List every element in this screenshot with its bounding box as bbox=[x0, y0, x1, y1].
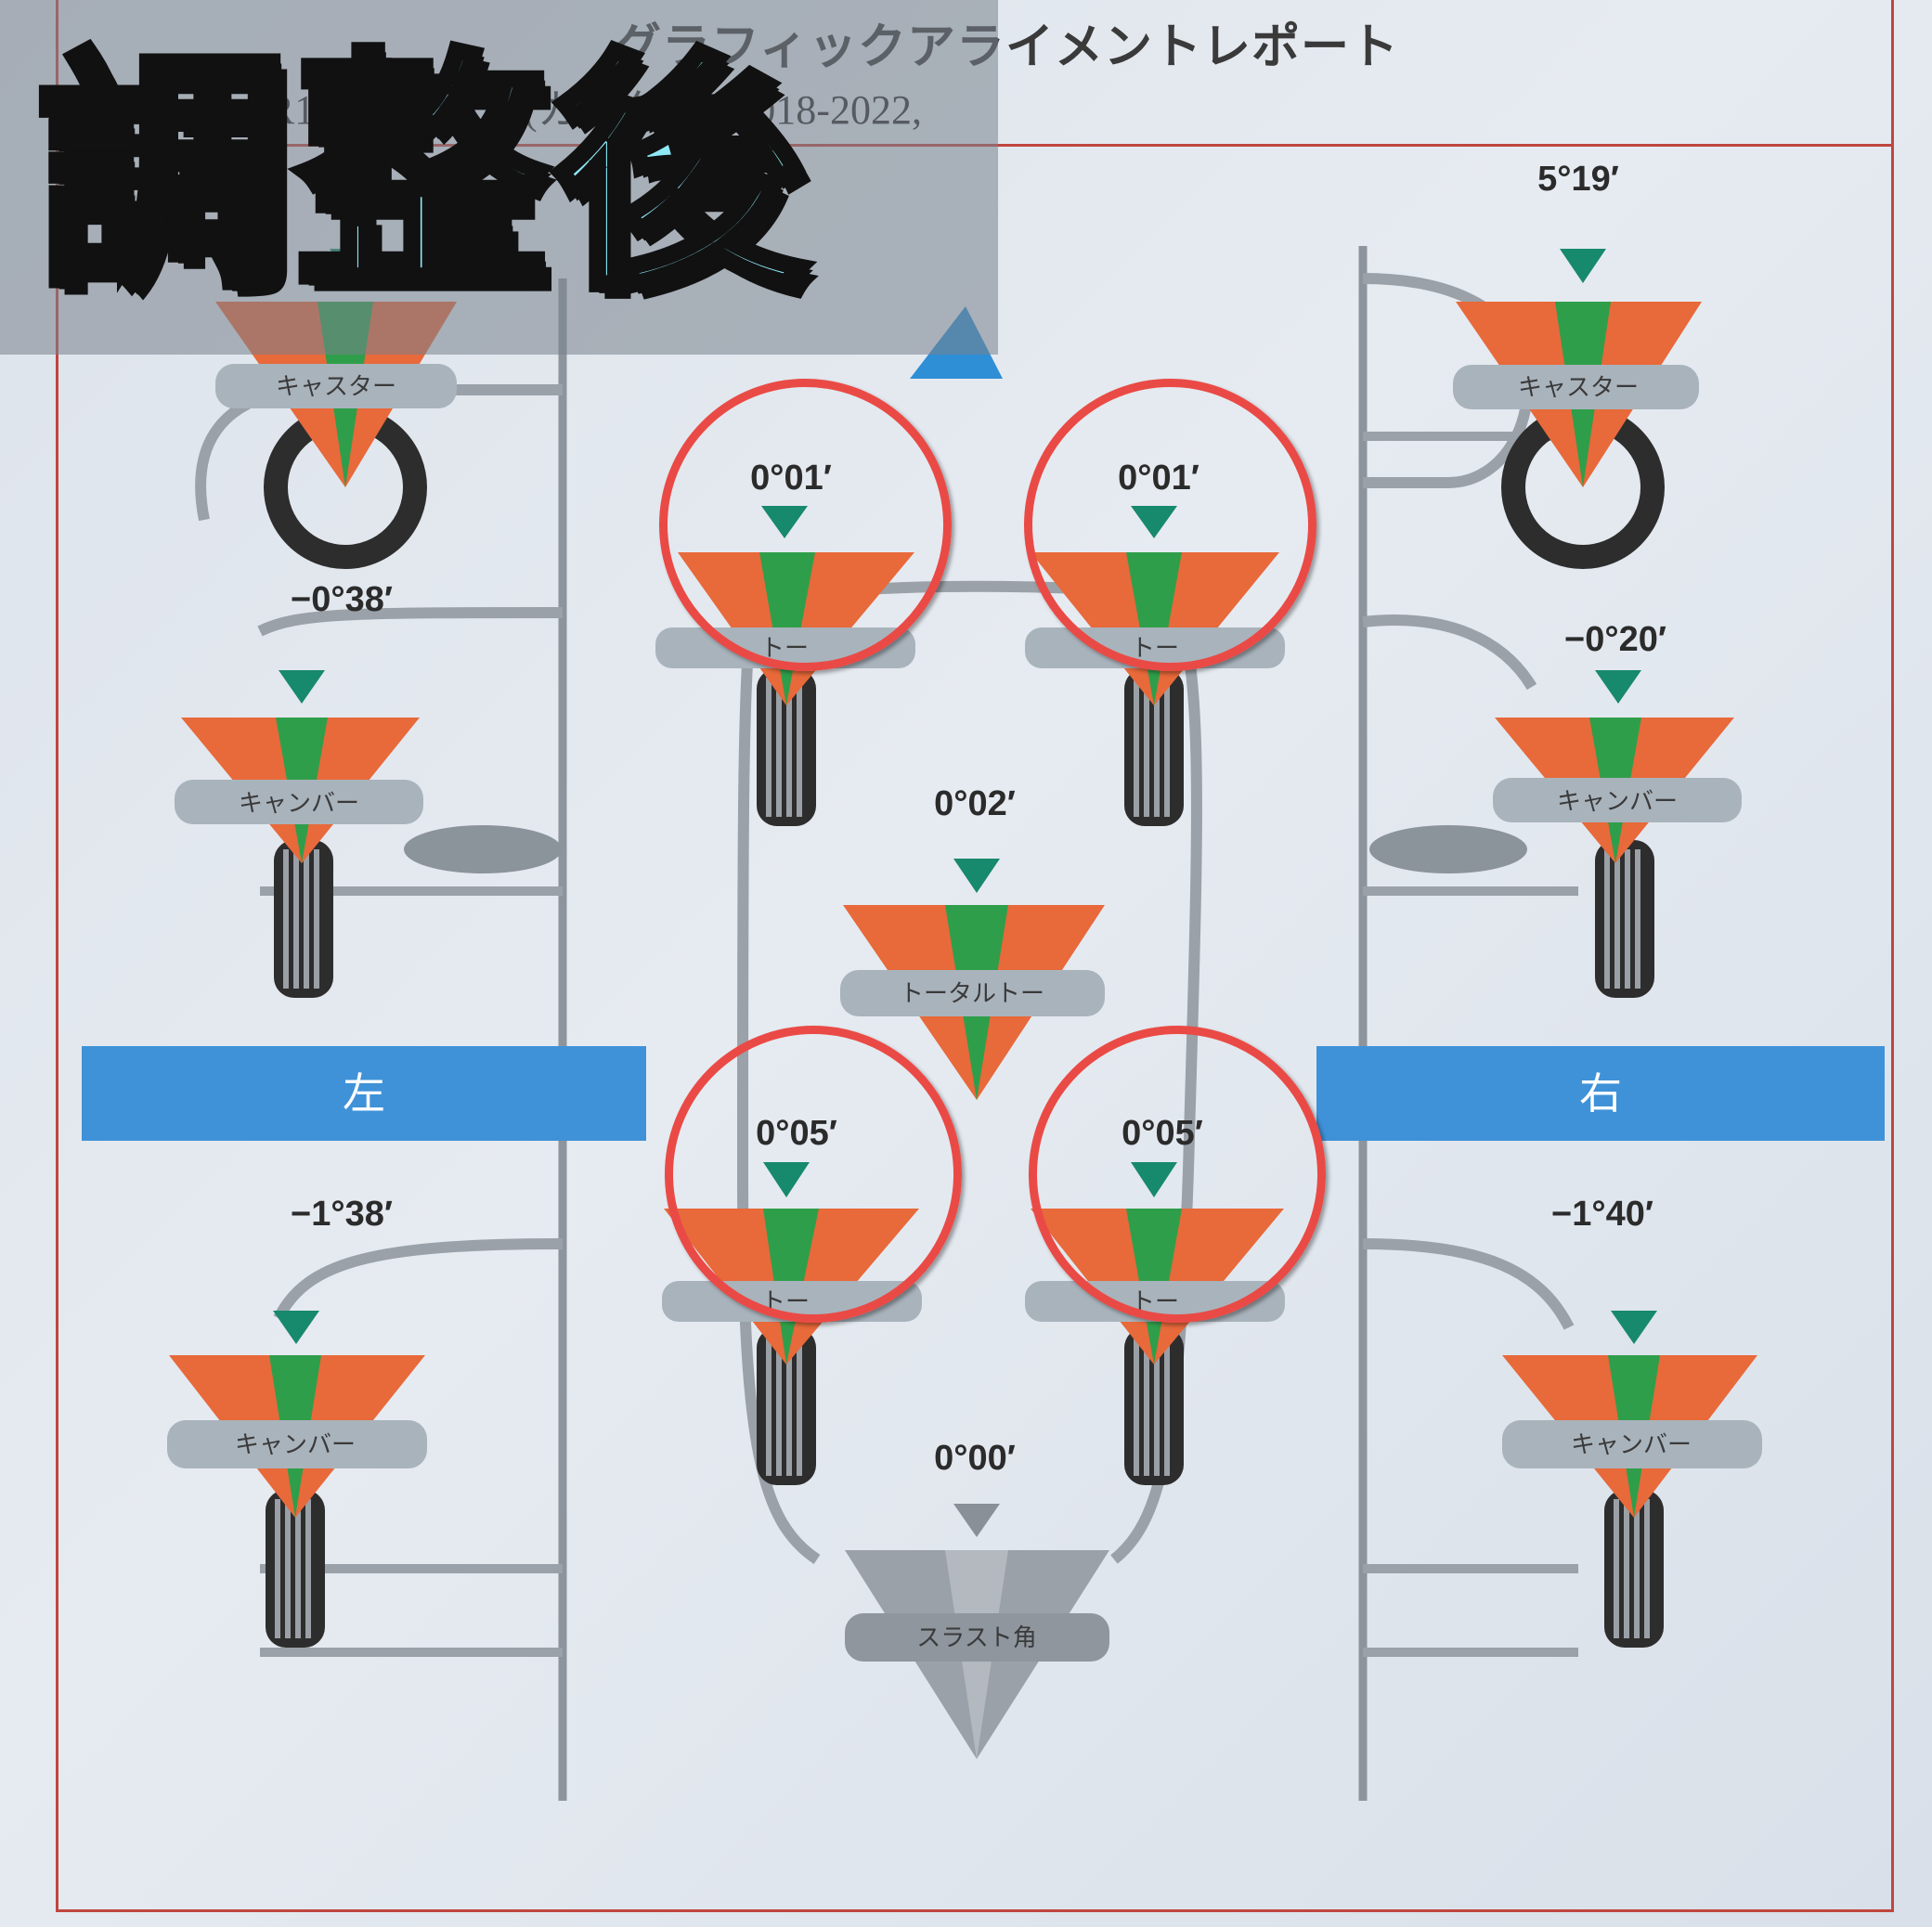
left-side-label: 左 bbox=[343, 1068, 385, 1119]
left-side-bar: 左 bbox=[82, 1046, 646, 1141]
rear-left-camber-value: −1°38′ bbox=[291, 1195, 393, 1234]
gauge-thrust-angle: スラスト角 bbox=[845, 1504, 1109, 1759]
label-front-right-caster: キャスター bbox=[1518, 374, 1639, 402]
front-left-camber-value: −0°38′ bbox=[291, 580, 393, 619]
label-rear-left-camber: キャンバー bbox=[235, 1431, 356, 1459]
frame-left-rule bbox=[56, 0, 58, 1912]
highlight-circle-rear-right-toe bbox=[1029, 1026, 1326, 1323]
label-front-left-camber: キャンバー bbox=[239, 790, 359, 818]
right-side-bar: 右 bbox=[1316, 1046, 1885, 1141]
label-front-left-caster: キャスター bbox=[276, 373, 396, 401]
gauge-rear-left-camber: キャンバー bbox=[167, 1311, 427, 1518]
label-total-toe: トータルトー bbox=[900, 980, 1044, 1008]
highlight-circle-front-right-toe bbox=[1024, 379, 1316, 671]
label-front-right-camber: キャンバー bbox=[1557, 788, 1678, 816]
overlay-caption-box bbox=[0, 0, 998, 355]
highlight-circle-front-left-toe bbox=[659, 379, 952, 671]
front-right-caster-value: 5°19′ bbox=[1537, 160, 1619, 199]
gauge-front-left-camber: キャンバー bbox=[175, 670, 423, 863]
gauge-total-toe: トータルトー bbox=[840, 859, 1105, 1100]
overlay-caption-text: 調整後 bbox=[32, 25, 811, 328]
gauge-front-right-caster: キャスター bbox=[1453, 249, 1702, 487]
front-right-camber-value: −0°20′ bbox=[1564, 620, 1666, 659]
rear-right-camber-value: −1°40′ bbox=[1551, 1195, 1653, 1234]
frame-right-rule bbox=[1891, 0, 1894, 1912]
right-side-label: 右 bbox=[1579, 1068, 1622, 1119]
frame-bottom-rule bbox=[56, 1909, 1894, 1912]
gauge-front-right-camber: キャンバー bbox=[1493, 670, 1742, 863]
label-thrust-angle: スラスト角 bbox=[916, 1624, 1036, 1652]
gauge-rear-right-camber: キャンバー bbox=[1502, 1311, 1762, 1518]
thrust-angle-value: 0°00′ bbox=[934, 1439, 1016, 1478]
label-rear-right-camber: キャンバー bbox=[1571, 1431, 1692, 1459]
highlight-circle-rear-left-toe bbox=[665, 1026, 962, 1323]
total-toe-value: 0°02′ bbox=[934, 784, 1016, 823]
